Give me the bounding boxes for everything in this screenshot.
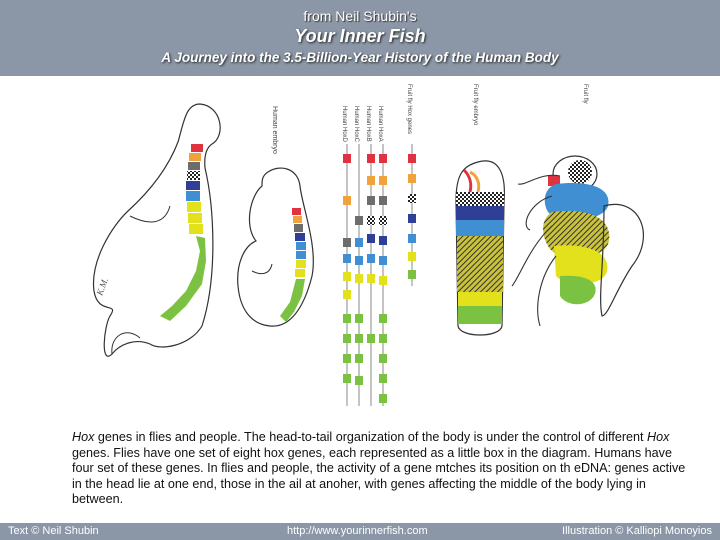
- footer-url-link[interactable]: http://www.yourinnerfish.com: [287, 525, 428, 537]
- label-human-hoxd: Human HoxD: [341, 106, 347, 143]
- fly-embryo-figure: [456, 161, 504, 335]
- footer-illustration-credit: Illustration © Kalliopi Monoyios: [562, 525, 712, 537]
- label-human-hoxb: Human HoxB: [365, 106, 371, 142]
- label-fruit-fly-embryo: Fruit fly embryo: [472, 84, 478, 126]
- small-embryo-figure: [238, 168, 314, 326]
- header-bar: from Neil Shubin's Your Inner Fish A Jou…: [0, 0, 720, 76]
- caption-text-part2: genes. Flies have one set of eight hox g…: [72, 446, 685, 507]
- gene-columns: [343, 144, 416, 406]
- human-embryo-figure: K.M.: [94, 104, 221, 356]
- label-fruit-fly: Fruit fly: [582, 84, 588, 104]
- label-fruit-fly-hox-genes: Fruit fly Hox genes: [406, 84, 412, 134]
- caption-hox-term: Hox: [72, 430, 94, 444]
- footer-text-credit: Text © Neil Shubin: [8, 525, 99, 537]
- caption-text-part1: genes in flies and people. The head-to-t…: [94, 430, 647, 444]
- artist-signature: K.M.: [94, 276, 110, 297]
- label-human-hoxa: Human HoxA: [377, 106, 383, 142]
- fruit-fly-figure: [512, 156, 643, 326]
- header-line-author: from Neil Shubin's: [0, 8, 720, 24]
- caption-hox-term-2: Hox: [647, 430, 669, 444]
- page-title: Your Inner Fish: [0, 26, 720, 47]
- footer-bar: Text © Neil Shubin http://www.yourinnerf…: [0, 523, 720, 540]
- figure-caption: Hox genes in flies and people. The head-…: [72, 430, 694, 508]
- hox-illustration: K.M. Human embryo Human HoxD Human HoxC …: [0, 76, 720, 406]
- label-human-hoxc: Human HoxC: [353, 106, 359, 143]
- page-subtitle: A Journey into the 3.5-Billion-Year Hist…: [0, 50, 720, 65]
- label-human-embryo: Human embryo: [271, 106, 278, 154]
